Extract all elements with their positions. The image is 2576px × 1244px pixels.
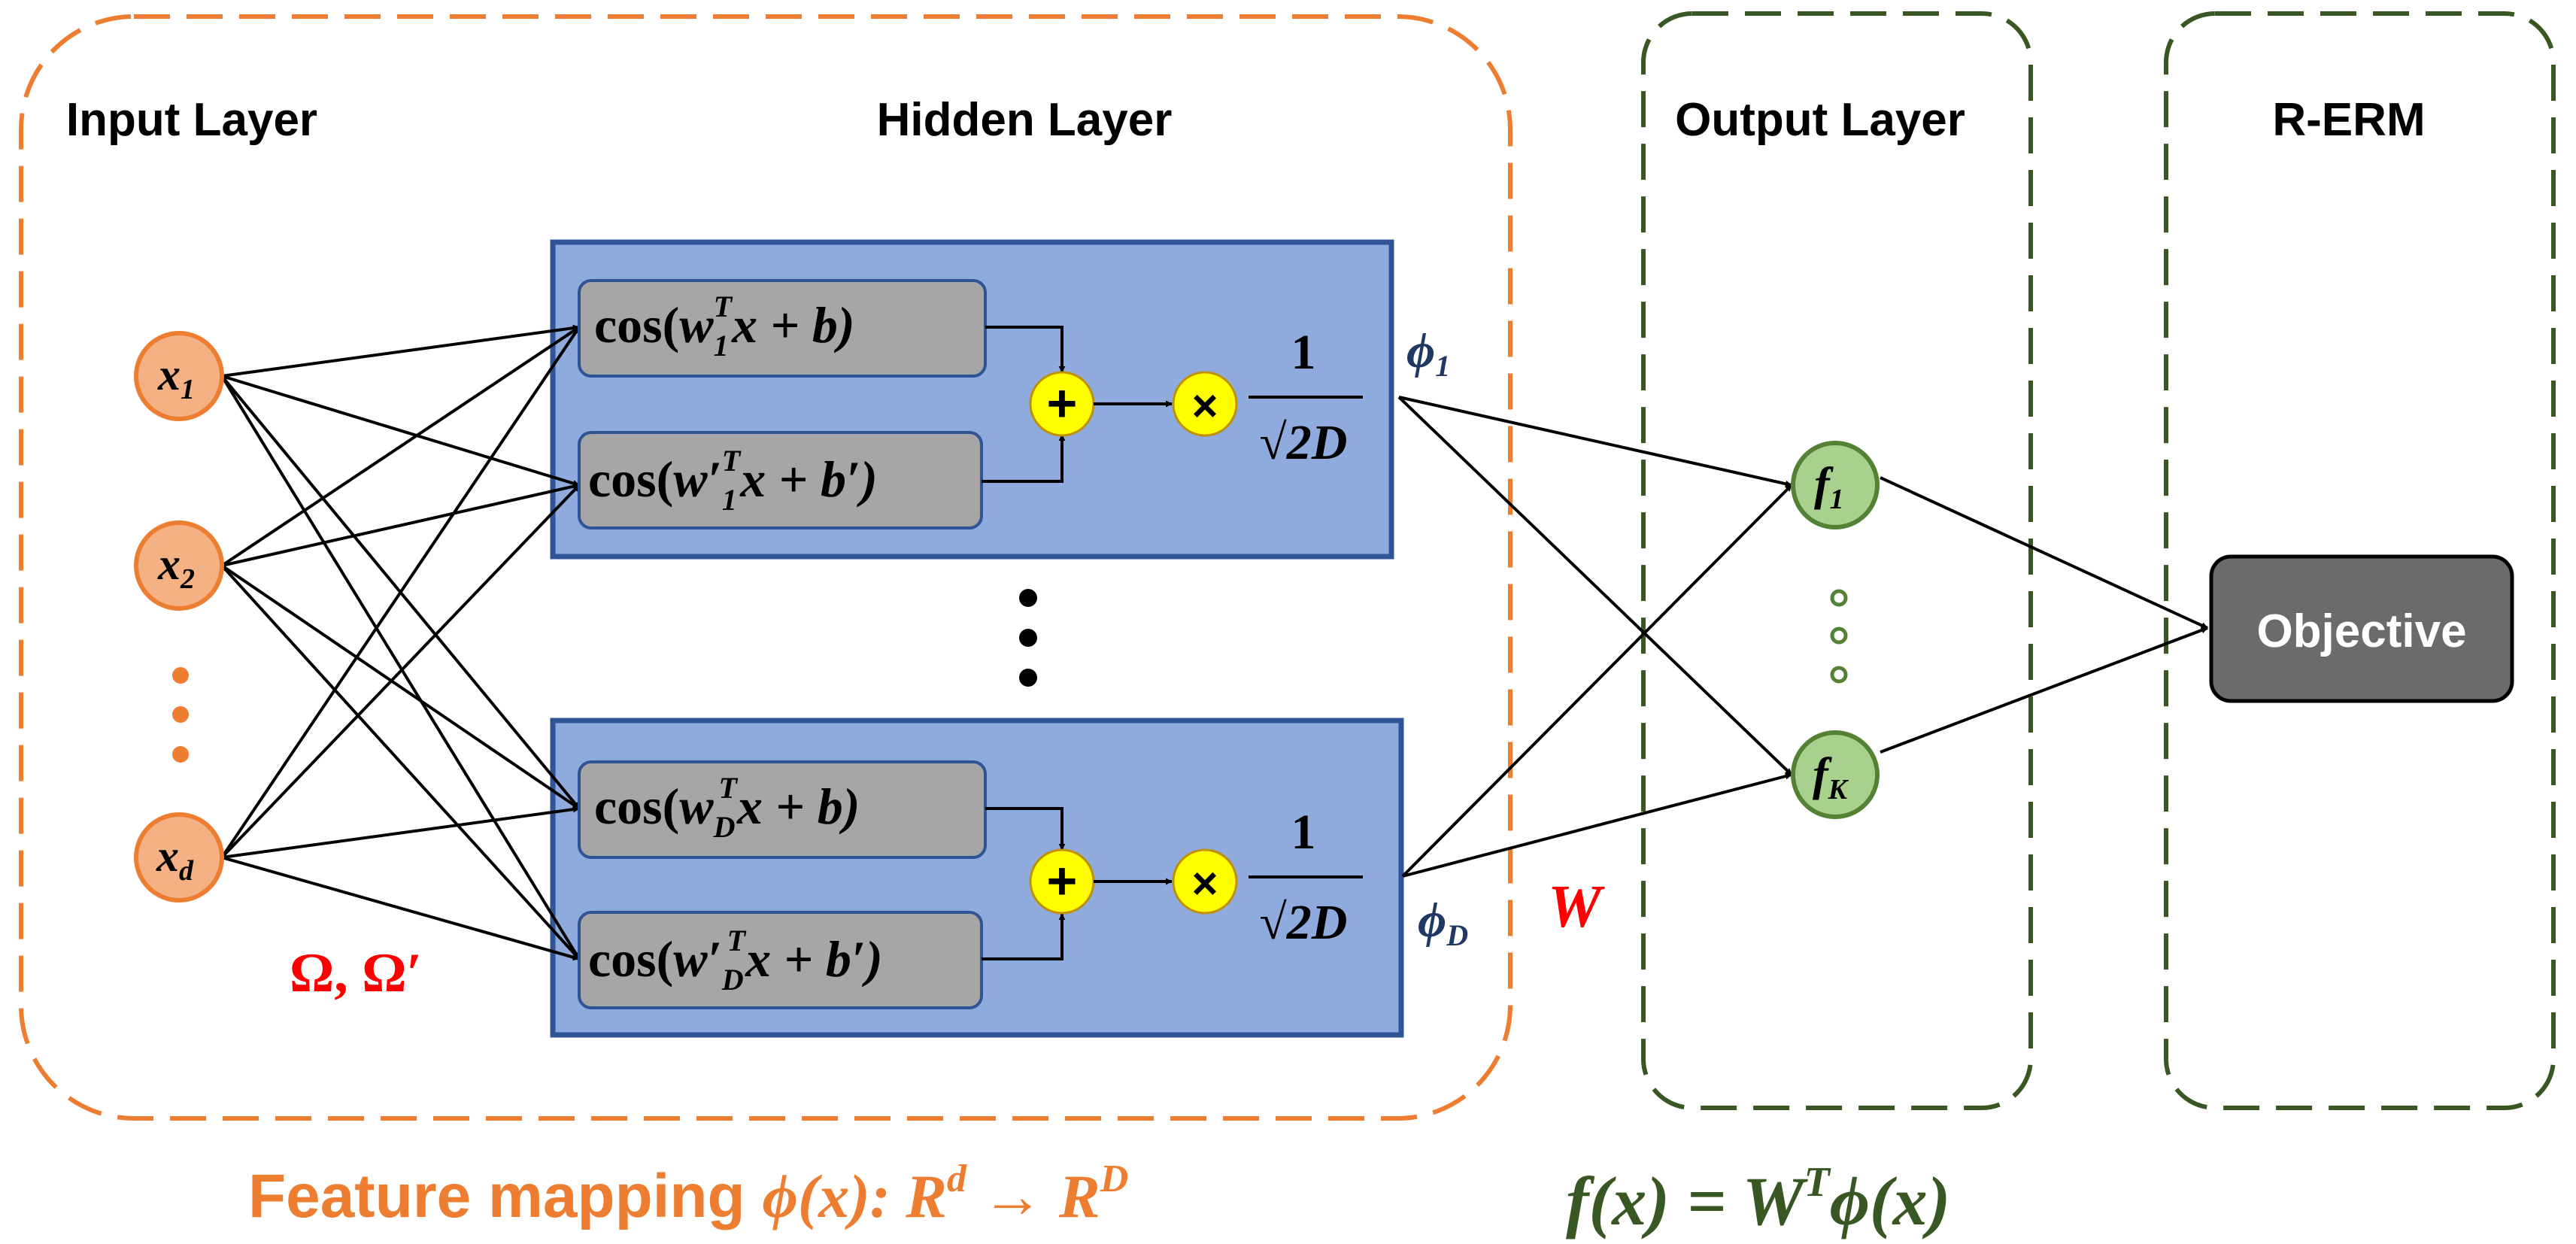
times-symbol-bottom: × (1191, 858, 1218, 909)
fraction-den-bottom: √2D (1260, 895, 1348, 950)
output-layer-header: Output Layer (1675, 94, 1965, 146)
cos-text-top-2: cos(w′1Tx + b′) (588, 444, 878, 517)
input-node-x1 (134, 331, 224, 421)
scale-node-top (1172, 371, 1238, 437)
fraction-num-bottom: 1 (1291, 805, 1316, 860)
output-to-objective-edges (1880, 476, 2208, 754)
omega-weights-label: Ω, Ω′ (290, 942, 422, 1004)
output-label-f1: f1 (1814, 459, 1844, 515)
input-layer-header: Input Layer (66, 94, 317, 146)
sum-symbol-top: + (1047, 374, 1078, 432)
objective-label: Objective (2256, 605, 2466, 657)
feature-mapping-caption: Feature mapping ϕ(x): Rd → RD (248, 1158, 1128, 1230)
output-nodes: f1 fK (1791, 441, 1880, 819)
input-label-x1: x1 (157, 350, 195, 405)
input-ellipsis (172, 667, 189, 763)
input-nodes: x1 x2 xd (134, 331, 224, 903)
phi-d-label: ϕD (1418, 893, 1468, 952)
objective-box (2209, 554, 2514, 703)
cos-text-bottom-1: cos(wDTx + b) (594, 771, 860, 844)
input-to-hidden-edges (220, 324, 581, 961)
fraction-num-top: 1 (1291, 325, 1316, 380)
output-layer-region (1641, 11, 2033, 1110)
rerm-region (2164, 11, 2556, 1110)
hidden-ellipsis (1019, 589, 1037, 687)
output-node-f1 (1791, 441, 1880, 529)
hidden-layer-header: Hidden Layer (877, 94, 1173, 146)
output-formula-caption: f(x) = WTϕ(x) (1566, 1159, 1950, 1239)
input-label-xd: xd (156, 831, 194, 887)
times-symbol-top: × (1191, 381, 1218, 431)
input-node-xd (134, 812, 224, 903)
scale-node-bottom (1172, 848, 1238, 915)
rerm-header: R-ERM (2272, 94, 2425, 146)
fraction-den-top: √2D (1260, 415, 1348, 470)
input-label-x2: x2 (157, 539, 195, 595)
cos-text-top-1: cos(w1Tx + b) (594, 290, 855, 363)
input-node-x2 (134, 520, 224, 611)
hidden-to-output-edges (1397, 396, 1793, 878)
hidden-unit-bottom: cos(wDTx + b) cos(w′DTx + b′) + × 1 √2D … (578, 760, 1468, 1009)
feature-mapping-region (19, 14, 1513, 1121)
output-label-fK: fK (1813, 749, 1849, 806)
w-weights-label: W (1548, 874, 1605, 940)
cos-text-bottom-2: cos(w′DTx + b′) (588, 924, 883, 997)
phi-1-label: ϕ1 (1406, 323, 1450, 383)
output-ellipsis (1830, 589, 1848, 684)
sum-symbol-bottom: + (1047, 851, 1078, 910)
hidden-unit-top: cos(w1Tx + b) cos(w′1Tx + b′) + × 1 √2D … (578, 279, 1450, 529)
output-node-fK (1791, 730, 1880, 819)
